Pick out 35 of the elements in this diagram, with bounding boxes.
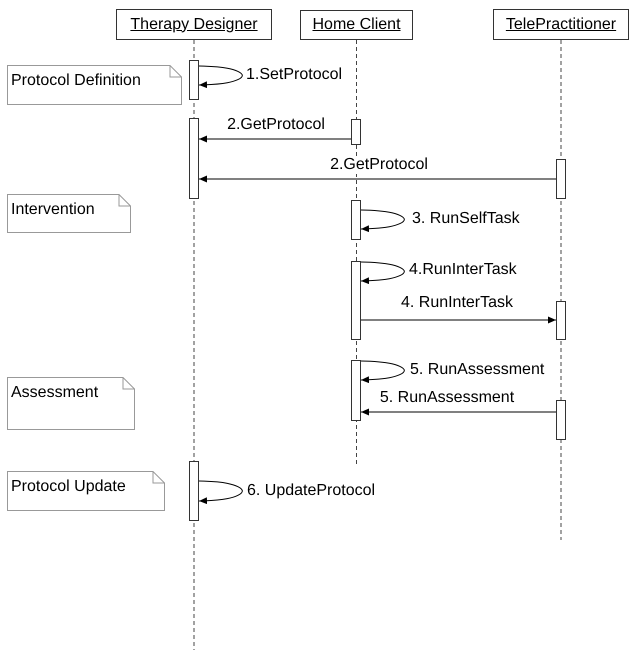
note [7, 194, 131, 233]
lifeline-title: TelePractitioner [506, 16, 616, 34]
message-arrow [360, 210, 405, 232]
note [7, 471, 165, 511]
message-arrow [198, 66, 243, 88]
activation-bar [351, 200, 361, 240]
lifeline-title: Home Client [312, 16, 401, 34]
activation-bar [189, 461, 199, 521]
note [7, 377, 135, 430]
lifeline-header [300, 10, 413, 40]
note-text: Assessment [11, 384, 98, 402]
message-arrow [198, 136, 352, 142]
note-text: Protocol Definition [11, 72, 141, 90]
message-arrow [198, 176, 556, 182]
activation-bar [189, 60, 199, 100]
message-arrow [360, 316, 556, 324]
message-arrow [360, 262, 405, 284]
message-label: 6. UpdateProtocol [246, 482, 376, 500]
message-arrow [360, 408, 556, 416]
message-label: 2.GetProtocol [329, 156, 429, 174]
note [7, 65, 182, 105]
activation-bar [556, 159, 566, 199]
message-arrow [198, 480, 243, 504]
activation-bar [189, 118, 199, 199]
activation-bar [556, 400, 566, 440]
note-text: Intervention [11, 201, 95, 219]
lifeline-title: Therapy Designer [130, 16, 258, 34]
activation-bar [351, 119, 361, 145]
activation-bar [556, 301, 566, 340]
activation-bar [351, 360, 361, 421]
activation-bar [351, 261, 361, 340]
lifeline-header [116, 9, 272, 40]
note-text: Protocol Update [11, 478, 126, 496]
message-arrow [360, 360, 405, 384]
lifeline-header [493, 9, 629, 40]
